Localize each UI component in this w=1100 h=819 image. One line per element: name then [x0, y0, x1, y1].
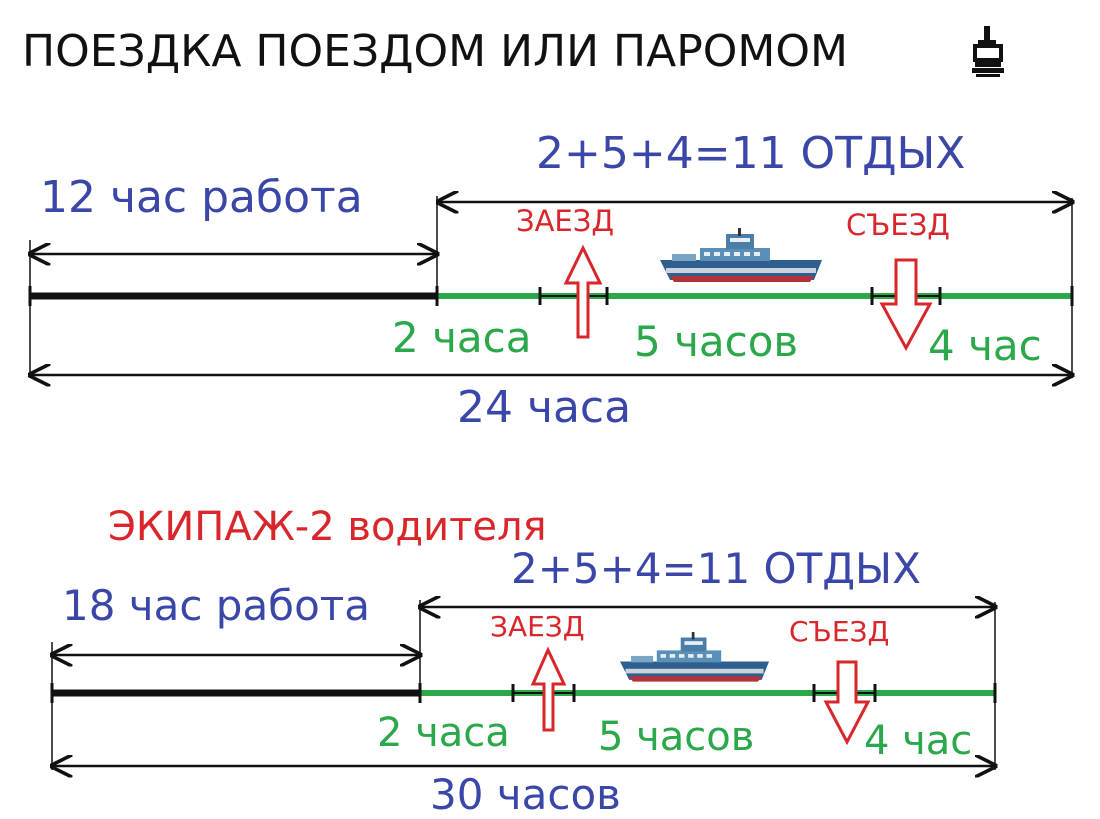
total-label: 24 часа: [457, 382, 632, 433]
rest-label: 2+5+4=11 ОТДЫХ: [511, 544, 921, 593]
boarding-label: ЗАЕЗД: [490, 610, 585, 643]
work-label: 18 час работа: [62, 581, 370, 630]
work-label: 12 час работа: [40, 172, 363, 223]
total-label: 30 часов: [430, 770, 621, 819]
boarding-label: ЗАЕЗД: [516, 204, 615, 238]
page-title: ПОЕЗДКА ПОЕЗДОМ ИЛИ ПАРОМОМ: [22, 26, 848, 77]
segment-a-label: 2 часа: [392, 313, 532, 362]
ferry-icon: [660, 228, 822, 282]
segment-a-label: 2 часа: [377, 710, 510, 756]
exit-arrow: [879, 258, 933, 352]
tachograph-driver-icon: [972, 26, 1004, 77]
boarding-arrow: [530, 646, 567, 732]
segment-b-label: 5 часов: [634, 317, 799, 366]
segment-c-label: 4 час: [864, 718, 973, 764]
segment-c-label: 4 час: [928, 321, 1042, 370]
segment-b-label: 5 часов: [598, 714, 755, 760]
rest-label: 2+5+4=11 ОТДЫХ: [536, 128, 966, 179]
ferry-icon: [620, 632, 770, 682]
exit-label: СЪЕЗД: [789, 615, 890, 648]
diagram-1: [30, 196, 1072, 378]
exit-arrow: [823, 660, 871, 746]
boarding-arrow: [563, 244, 603, 339]
diagram-2: [52, 600, 995, 770]
crew-label: ЭКИПАЖ-2 водителя: [108, 504, 547, 550]
exit-label: СЪЕЗД: [846, 208, 950, 242]
